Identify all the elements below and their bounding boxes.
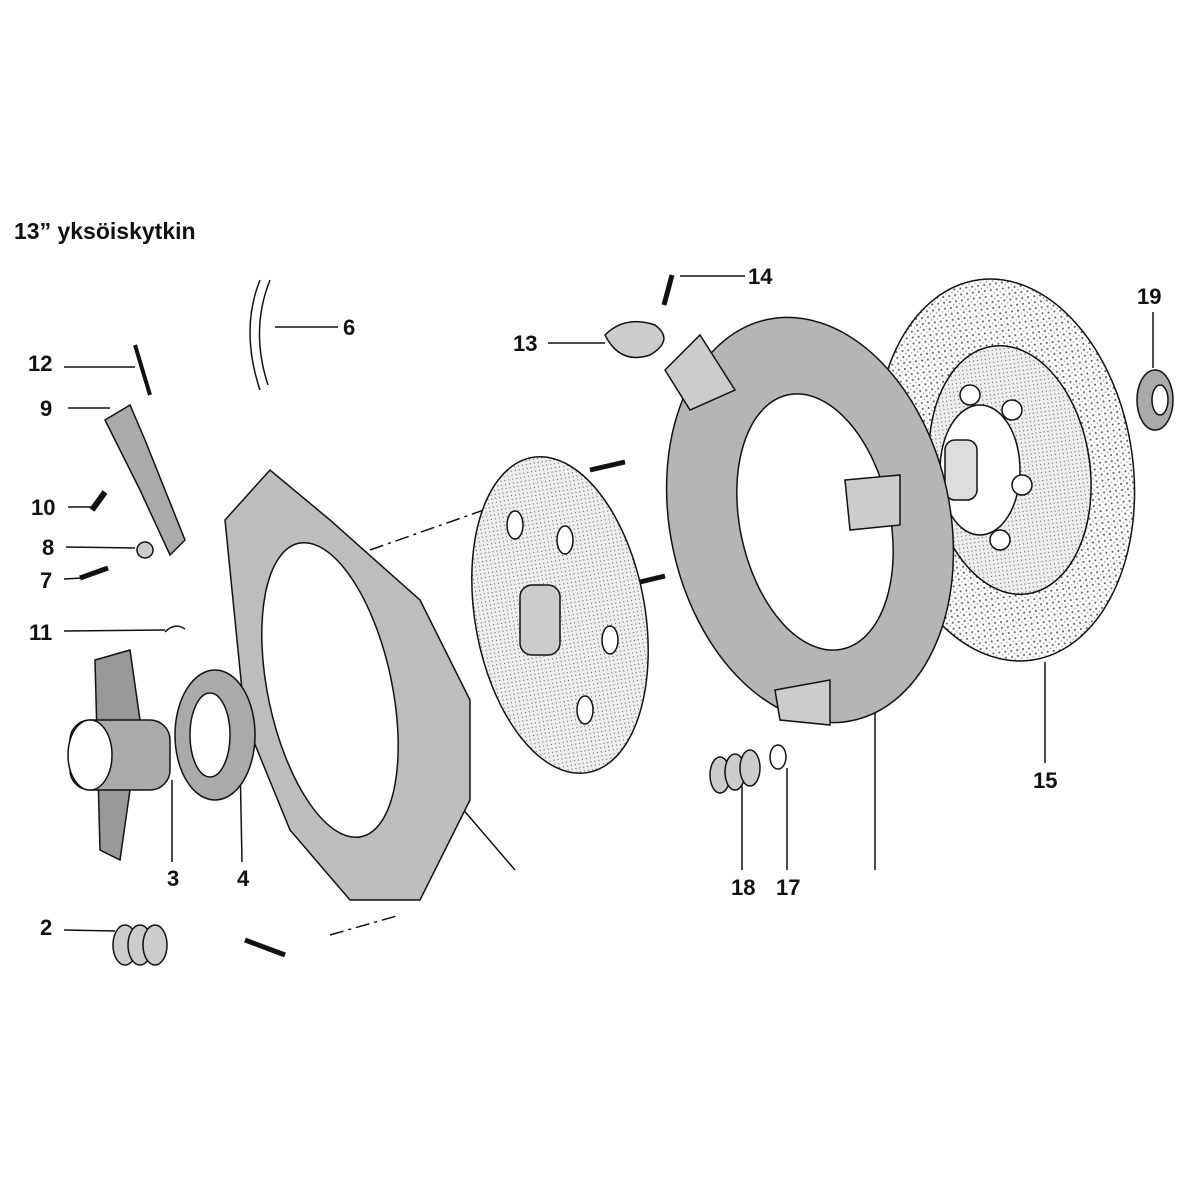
label-7: 7 — [40, 568, 53, 593]
label-11: 11 — [29, 620, 53, 645]
diagram-title: 13” yksöiskytkin — [14, 218, 196, 244]
label-10: 10 — [31, 495, 56, 520]
label-13: 13 — [513, 331, 538, 356]
spring-clip-part-6 — [249, 279, 271, 391]
release-sleeve-part-3 — [67, 649, 171, 862]
label-9: 9 — [40, 396, 53, 421]
label-3: 3 — [167, 866, 180, 891]
label-19: 19 — [1137, 284, 1162, 309]
spring-part-2 — [112, 924, 168, 966]
lever-part-9 — [104, 403, 186, 557]
link-part-13 — [604, 320, 665, 359]
label-14: 14 — [748, 264, 773, 289]
nut-part-8 — [136, 541, 154, 559]
pilot-bearing-part-19 — [1136, 369, 1174, 431]
clutch-cover — [224, 468, 471, 901]
pin-part-10 — [89, 490, 108, 512]
spring-part-18 — [709, 749, 761, 794]
label-4: 4 — [237, 866, 250, 891]
label-17: 17 — [776, 875, 801, 900]
pin-part-14 — [661, 274, 675, 306]
pressure-plate-assembly — [664, 316, 955, 726]
label-6: 6 — [343, 315, 356, 340]
label-2: 2 — [40, 915, 53, 940]
washer-part-17 — [769, 744, 787, 770]
pin-part-12 — [133, 344, 152, 396]
driven-plate — [471, 455, 649, 775]
label-15: 15 — [1033, 768, 1058, 793]
cotter-part-11 — [164, 625, 186, 633]
label-8: 8 — [42, 535, 55, 560]
label-12: 12 — [28, 351, 53, 376]
label-18: 18 — [731, 875, 756, 900]
bolt-part-7 — [79, 565, 109, 581]
